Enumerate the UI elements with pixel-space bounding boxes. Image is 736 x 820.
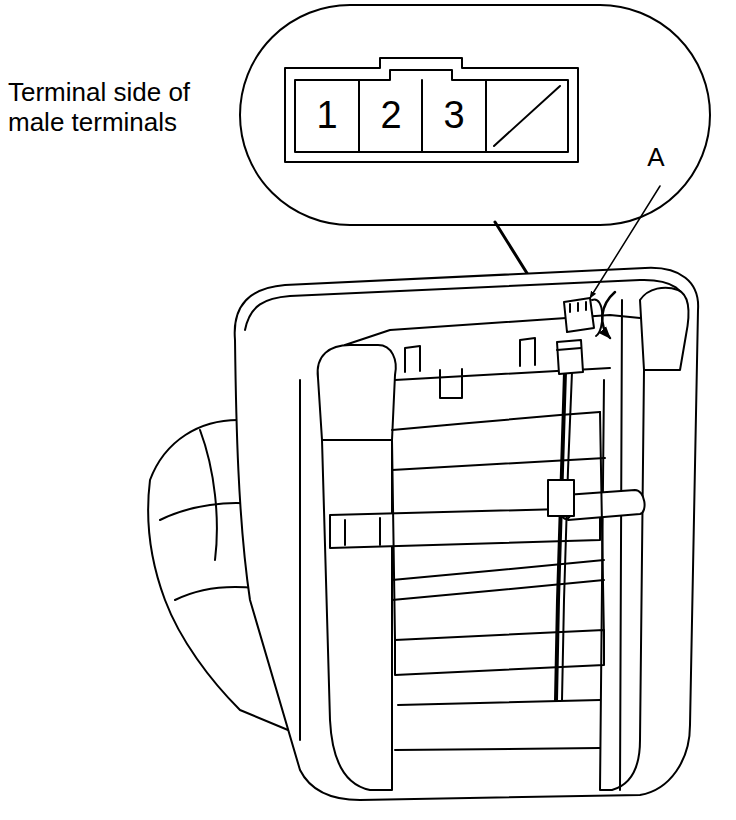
callout-bubble (240, 5, 710, 225)
pin-number: 2 (380, 94, 401, 138)
leader-line (590, 186, 660, 298)
caption-text: Terminal side of male terminals (8, 78, 233, 138)
connector-face (285, 58, 578, 162)
pin-number: 1 (316, 94, 337, 138)
callout-letter: A (647, 143, 664, 173)
harness-connector (557, 340, 583, 374)
pin-number: 3 (443, 94, 464, 138)
seat-back-shell (235, 268, 698, 800)
seat-connector (564, 298, 602, 336)
